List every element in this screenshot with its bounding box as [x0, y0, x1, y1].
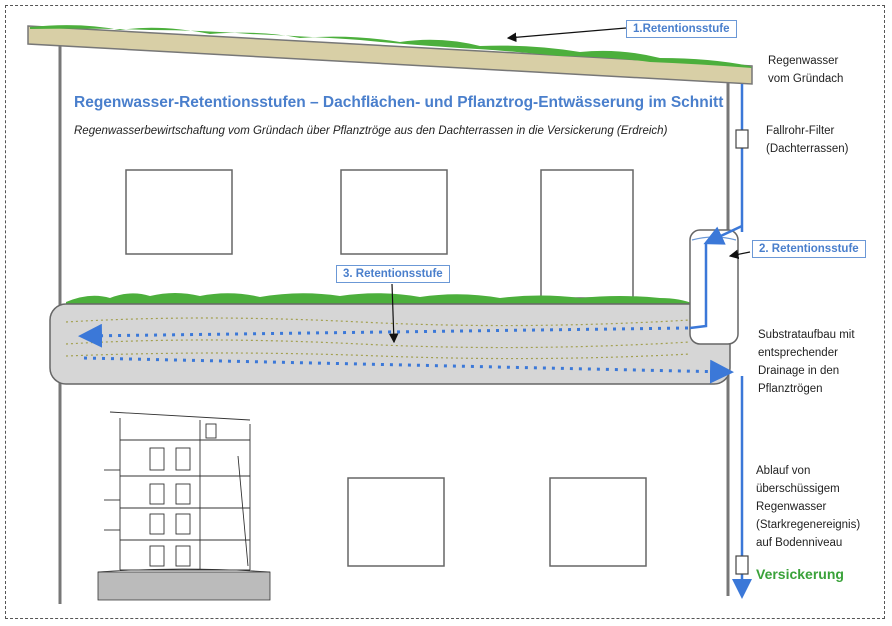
callout-arrow-stage1	[506, 27, 627, 43]
trough-vegetation	[66, 293, 694, 304]
pipe-into-tank	[703, 224, 743, 245]
substrate-layer-1	[65, 317, 691, 327]
sketch-ground-line	[97, 568, 271, 573]
window-upper-1	[125, 169, 233, 255]
window-lower-2	[549, 477, 647, 567]
infiltration-label: Versickerung	[756, 566, 844, 582]
sketch-ground	[97, 571, 271, 601]
diagram-subtitle: Regenwasserbewirtschaftung vom Gründach …	[74, 125, 668, 137]
downpipe-filter-upper	[735, 129, 749, 149]
pipe-tank-to-trough	[689, 244, 708, 330]
dashed-frame	[5, 5, 885, 619]
window-lower-1	[347, 477, 445, 567]
roof-water-label: Regenwasser vom Gründach	[768, 55, 844, 85]
substrate-layer-2	[65, 339, 691, 349]
green-roof-slab	[27, 25, 753, 85]
stage1-label: 1.Retentionsstufe	[626, 20, 737, 38]
downpipe-filter-lower	[735, 555, 749, 575]
overflow-label: Ablauf von überschüssigem Regenwasser (S…	[756, 465, 861, 549]
planter-trough	[49, 303, 731, 385]
downpipe-filter-label: Fallrohr-Filter (Dachterrassen)	[766, 125, 849, 155]
diagram-title: Regenwasser-Retentionsstufen – Dachfläch…	[74, 94, 724, 111]
substrate-label: Substrataufbau mit entsprechender Draina…	[758, 329, 855, 395]
stage3-label: 3. Retentionsstufe	[336, 265, 450, 283]
callout-arrow-stage2	[728, 249, 751, 260]
callout-arrow-stage3	[388, 283, 399, 344]
stage2-label: 2. Retentionsstufe	[752, 240, 866, 258]
window-upper-3	[540, 169, 634, 299]
flow-arrow-upper	[78, 323, 689, 348]
building-section-sketch	[104, 411, 251, 571]
window-upper-2	[340, 169, 448, 255]
